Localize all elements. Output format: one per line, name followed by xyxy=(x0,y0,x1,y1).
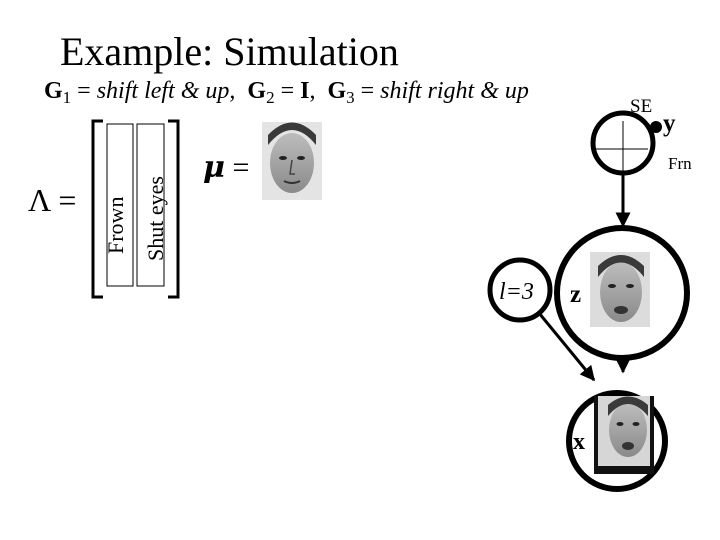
z-node xyxy=(554,225,690,361)
slide-title: Example: Simulation xyxy=(60,29,399,74)
lambda-label: Λ = xyxy=(28,182,77,218)
state-dot-icon xyxy=(650,121,662,133)
transform-definitions: G1 = shift left & up, G2 = I, G3 = shift… xyxy=(44,78,529,107)
l-node-label: l=3 xyxy=(499,279,534,305)
z-node-label: z xyxy=(570,281,581,308)
arrow-l-to-x xyxy=(537,312,596,382)
lambda-matrix-brackets xyxy=(91,119,180,299)
y-annotation-se: SE xyxy=(630,96,652,117)
y-annotation-frn: Frn xyxy=(668,154,692,173)
x-node xyxy=(566,390,668,492)
mu-face-image xyxy=(262,122,322,200)
lambda-column-box-1 xyxy=(106,123,134,287)
l-node xyxy=(487,257,553,323)
lambda-column-box-2 xyxy=(136,123,165,287)
y-node xyxy=(590,110,662,176)
y-node-label: y xyxy=(663,110,676,137)
mu-label: μ = xyxy=(203,150,250,185)
x-node-label: x xyxy=(573,429,585,455)
